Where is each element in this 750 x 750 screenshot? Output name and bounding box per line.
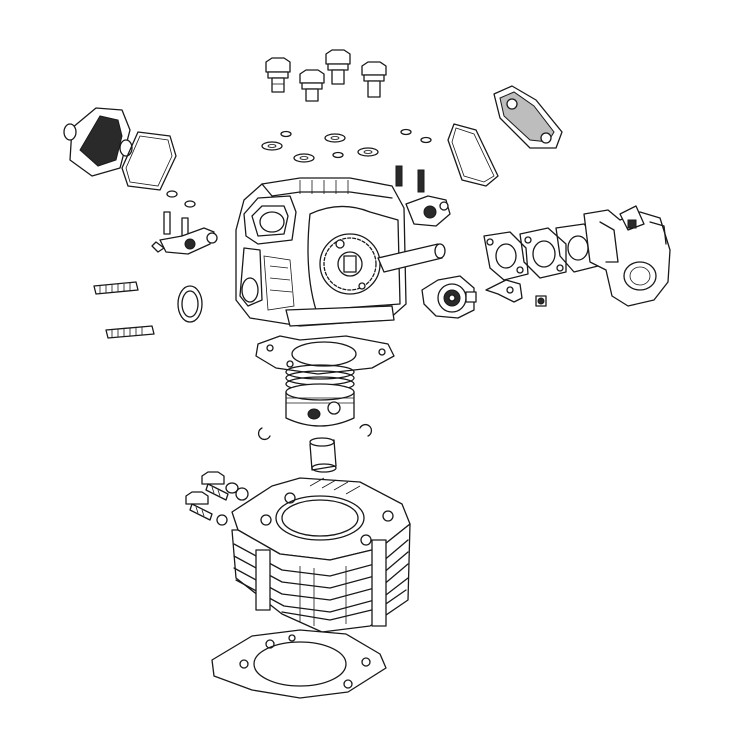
cylinder-head-bolt xyxy=(299,69,325,102)
intake-manifold xyxy=(583,205,671,307)
cylinder-head xyxy=(235,177,407,327)
cylinder-head-bolt xyxy=(265,57,291,93)
washer xyxy=(166,128,432,208)
washer xyxy=(261,141,283,151)
intake-gasket xyxy=(519,227,567,279)
valve-cover-right xyxy=(493,85,563,149)
cylinder-head-bolt xyxy=(325,49,351,85)
washer xyxy=(293,153,315,163)
rocker-arm xyxy=(405,195,451,227)
piston-pin xyxy=(309,437,337,473)
piston-clip xyxy=(258,424,372,440)
washer xyxy=(357,147,379,157)
valve-cover-left xyxy=(63,107,133,177)
piston xyxy=(285,383,355,427)
cylinder-bolt xyxy=(185,491,213,521)
intake-gasket xyxy=(483,231,529,281)
valve-cover-gasket-left xyxy=(121,131,177,191)
washer xyxy=(324,133,346,143)
washer xyxy=(216,482,249,526)
rocker-arm xyxy=(151,227,218,255)
cylinder-head-bolt xyxy=(361,61,387,98)
valve-cover-gasket-right xyxy=(447,123,499,187)
head-gasket xyxy=(255,335,395,375)
cylinder-bolt xyxy=(201,471,229,501)
cam-chain-tensioner xyxy=(421,275,477,319)
base-gasket xyxy=(211,629,387,699)
cylinder-block xyxy=(231,477,411,633)
o-ring xyxy=(177,285,203,323)
exhaust-stud xyxy=(105,325,155,339)
rocker-shaft xyxy=(377,243,446,273)
exhaust-stud xyxy=(93,281,139,295)
exhaust-stud xyxy=(163,165,425,239)
cylinder-bolt xyxy=(485,279,547,307)
cam-sprocket xyxy=(319,233,381,295)
